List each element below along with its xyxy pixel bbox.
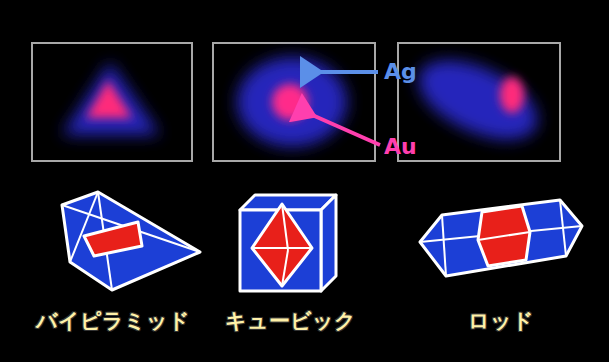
rod-figure xyxy=(420,200,582,276)
callout-arrow xyxy=(316,70,378,74)
callout-arrow xyxy=(310,114,380,145)
cube-figure xyxy=(240,195,336,291)
element-label: Ag xyxy=(384,60,417,84)
micrograph-frames xyxy=(32,43,560,161)
shape-name: バイピラミッド xyxy=(36,310,190,333)
shape-name: キュービック xyxy=(225,310,356,333)
element-maps xyxy=(62,44,550,156)
shape-name: ロッド xyxy=(468,310,534,333)
bipyramid-figure xyxy=(62,192,200,290)
element-label: Au xyxy=(384,135,417,159)
